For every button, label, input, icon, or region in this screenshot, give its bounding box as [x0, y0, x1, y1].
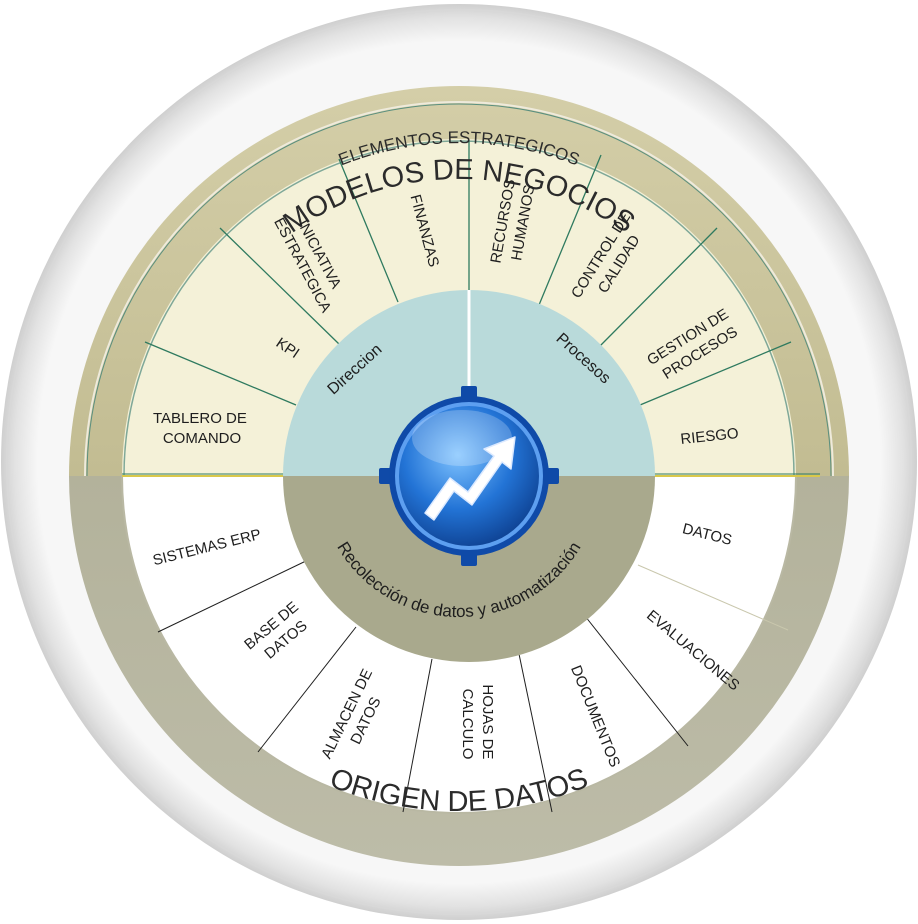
top-divider	[639, 341, 792, 406]
top-divider	[338, 158, 399, 303]
segment-hojas-de-calculo: HOJAS DE CALCULO	[459, 684, 496, 763]
bottom-dividers	[157, 559, 789, 813]
top-divider	[219, 227, 340, 345]
segment-riesgo: RIESGO	[680, 425, 740, 448]
outer-rim-edge	[6, 9, 912, 915]
bottom-divider	[518, 653, 553, 813]
hub-bottom	[283, 476, 655, 662]
bottom-divider	[402, 658, 433, 813]
segment-tablero-de-comando: TABLERO DE COMANDO	[153, 410, 251, 447]
top-band-ring	[84, 101, 834, 477]
top-divider	[144, 341, 297, 406]
top-divider	[538, 154, 602, 306]
bottom-divider	[157, 559, 309, 633]
top-divider	[597, 227, 718, 349]
top-dividers	[144, 140, 792, 406]
bottom-divider	[637, 564, 789, 631]
top-segment-edge	[123, 140, 795, 477]
top-band-ring-line	[86, 103, 832, 477]
bottom-divider	[257, 626, 357, 753]
bottom-divider	[584, 615, 689, 747]
growth-arrow-icon	[379, 386, 559, 566]
bottom-segment-edge	[121, 475, 797, 814]
